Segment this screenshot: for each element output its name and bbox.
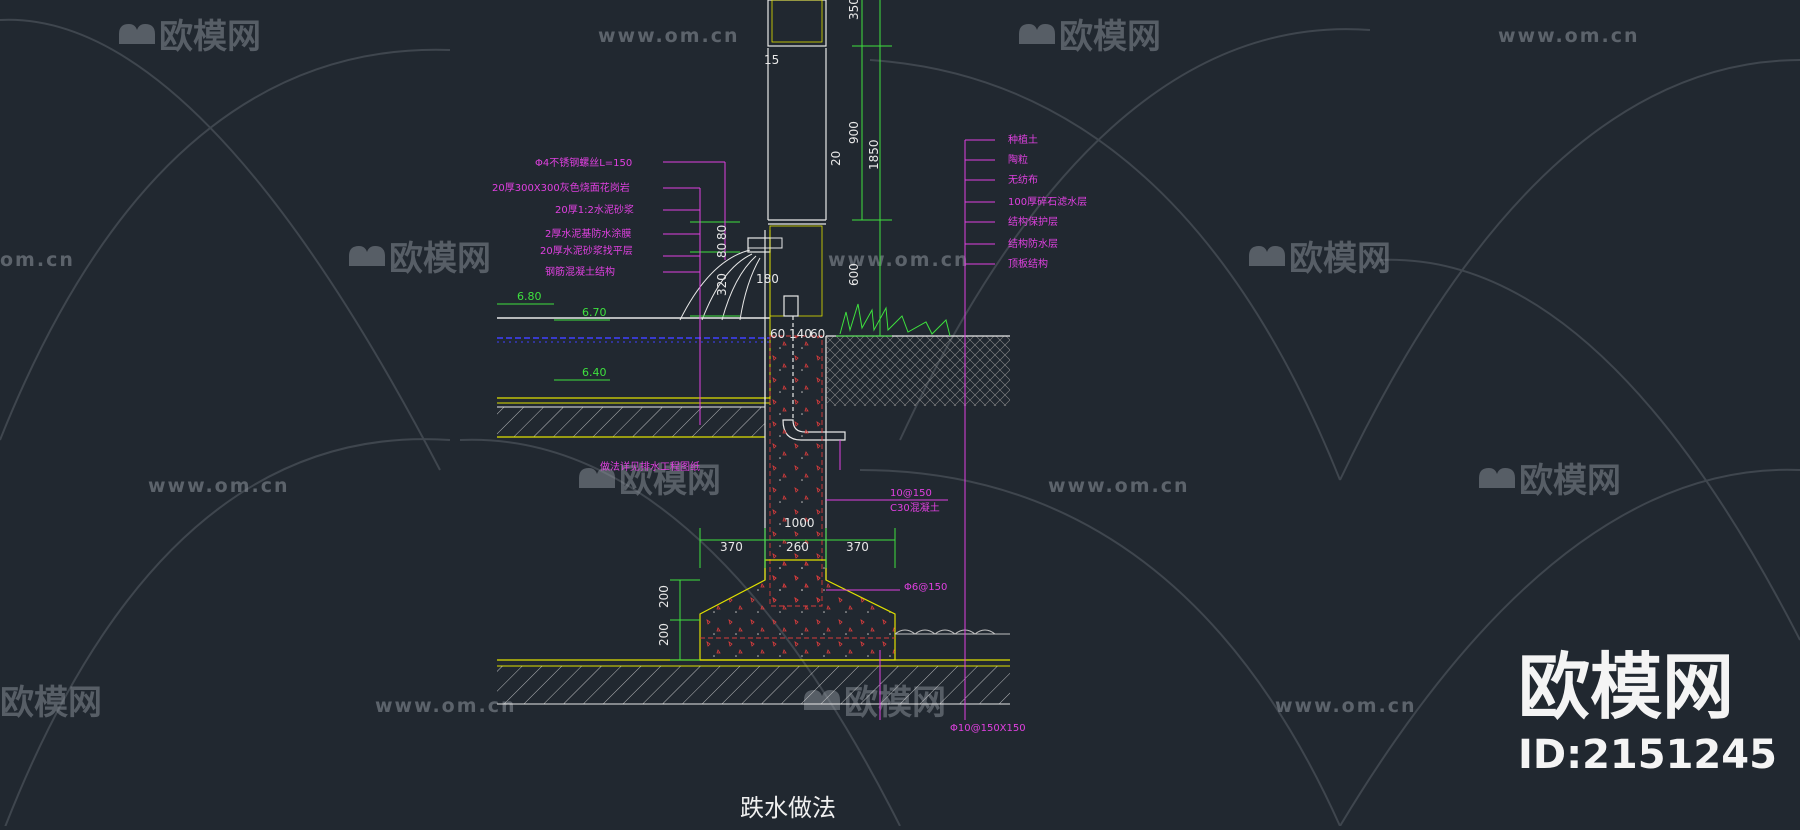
dim-320: 320 (715, 273, 729, 296)
watermark-brand-text: 欧模网 (1289, 239, 1391, 279)
dim-900: 900 (847, 121, 861, 144)
label-drain-note: 做法详见排水工程图纸 (600, 460, 700, 473)
sofa-icon (579, 468, 615, 488)
watermark-logo: 欧模网 (349, 239, 491, 279)
watermark-url: www.om.cn (1048, 475, 1190, 497)
model-id: ID:2151245 (1518, 732, 1777, 778)
watermark-url: om.cn (0, 249, 75, 271)
watermark-url: www.om.cn (1498, 25, 1640, 47)
dim-260: 260 (786, 540, 809, 554)
sofa-icon (119, 24, 155, 44)
watermark-url: www.om.cn (375, 695, 517, 717)
dim-370-right: 370 (846, 540, 869, 554)
dim-1000: 1000 (784, 516, 815, 530)
elevation-6-70: 6.70 (582, 306, 607, 319)
dim-200-top: 200 (657, 585, 671, 608)
label-screed: 20厚水泥砂浆找平层 (540, 244, 633, 257)
dim-350: 350 (847, 0, 861, 20)
label-ceramsite: 陶粒 (1008, 153, 1028, 166)
dim-180: 180 (756, 272, 779, 286)
watermark-logo: 欧模网 (1249, 239, 1391, 279)
pool-section (497, 230, 771, 438)
label-rebar-10: 10@150 (890, 488, 932, 499)
watermark-brand-text: 欧模网 (1519, 461, 1621, 501)
drawing-title: 跌水做法 (740, 794, 836, 822)
label-geotextile: 无纺布 (1008, 173, 1038, 186)
watermark-url: www.om.cn (148, 475, 290, 497)
drawing-labels: Φ4不锈钢螺丝L=150 20厚300X300灰色烧面花岗岩 20厚1:2水泥砂… (492, 0, 1087, 822)
label-rebar-6: Φ6@150 (904, 582, 947, 593)
dim-60-left: 60 (770, 327, 785, 341)
dim-600: 600 (847, 263, 861, 286)
brand-title: 欧模网 (1518, 645, 1734, 729)
label-granite: 20厚300X300灰色烧面花岗岩 (492, 181, 630, 194)
elevation-6-80: 6.80 (517, 290, 542, 303)
dimension-lines (497, 0, 896, 661)
elevation-6-40: 6.40 (582, 366, 607, 379)
water-spout (679, 237, 783, 321)
watermark-brand-text: 欧模网 (0, 683, 102, 723)
watermark-brand-text: 欧模网 (619, 461, 721, 501)
watermark-logo: 欧模网 (1019, 17, 1161, 57)
label-gravel: 100厚碎石滤水层 (1008, 195, 1087, 208)
watermark-logo: 欧模网 (119, 17, 261, 57)
dim-140: 140 (789, 327, 812, 341)
sofa-icon (1479, 468, 1515, 488)
label-roof-slab: 顶板结构 (1008, 257, 1048, 270)
dim-80a: 80 (715, 225, 729, 240)
label-waterproof: 2厚水泥基防水涂膜 (545, 227, 631, 240)
watermark-logo: 欧模网 (579, 461, 721, 501)
label-concrete-c30: C30混凝土 (890, 501, 940, 514)
brand-block: 欧模网 ID:2151245 (1518, 645, 1777, 778)
dim-1850: 1850 (867, 139, 881, 170)
label-waterproof-layer: 结构防水层 (1008, 237, 1058, 250)
dim-60-right: 60 (810, 327, 825, 341)
sofa-icon (349, 246, 385, 266)
watermark-logo: 欧模网 (1479, 461, 1621, 501)
label-structure: 钢筋混凝土结构 (545, 265, 615, 278)
dim-20: 20 (829, 151, 843, 166)
watermark-brand-text: 欧模网 (389, 239, 491, 279)
watermark-url: www.om.cn (598, 25, 740, 47)
label-rebar-mesh: Φ10@150X150 (950, 723, 1026, 734)
watermark-brand-text: 欧模网 (1059, 17, 1161, 57)
watermark-arcs (0, 18, 1800, 830)
watermark-logo: 欧模网 (0, 683, 102, 723)
watermark-brand-text: 欧模网 (159, 17, 261, 57)
dim-15: 15 (764, 53, 779, 67)
dim-200-bottom: 200 (657, 623, 671, 646)
sofa-icon (1249, 246, 1285, 266)
watermark-url: www.om.cn (1275, 695, 1417, 717)
label-protection: 结构保护层 (1008, 215, 1058, 228)
leader-lines (663, 139, 995, 720)
planting-bed (826, 303, 1010, 406)
label-spout-bolt: Φ4不锈钢螺丝L=150 (535, 156, 632, 169)
label-mortar: 20厚1:2水泥砂浆 (555, 203, 634, 216)
sofa-icon (1019, 24, 1055, 44)
dim-80b: 80 (715, 243, 729, 258)
footing (497, 559, 1010, 705)
label-planting-soil: 种植土 (1008, 133, 1038, 146)
watermark-url: www.om.cn (828, 249, 970, 271)
dim-370-left: 370 (720, 540, 743, 554)
